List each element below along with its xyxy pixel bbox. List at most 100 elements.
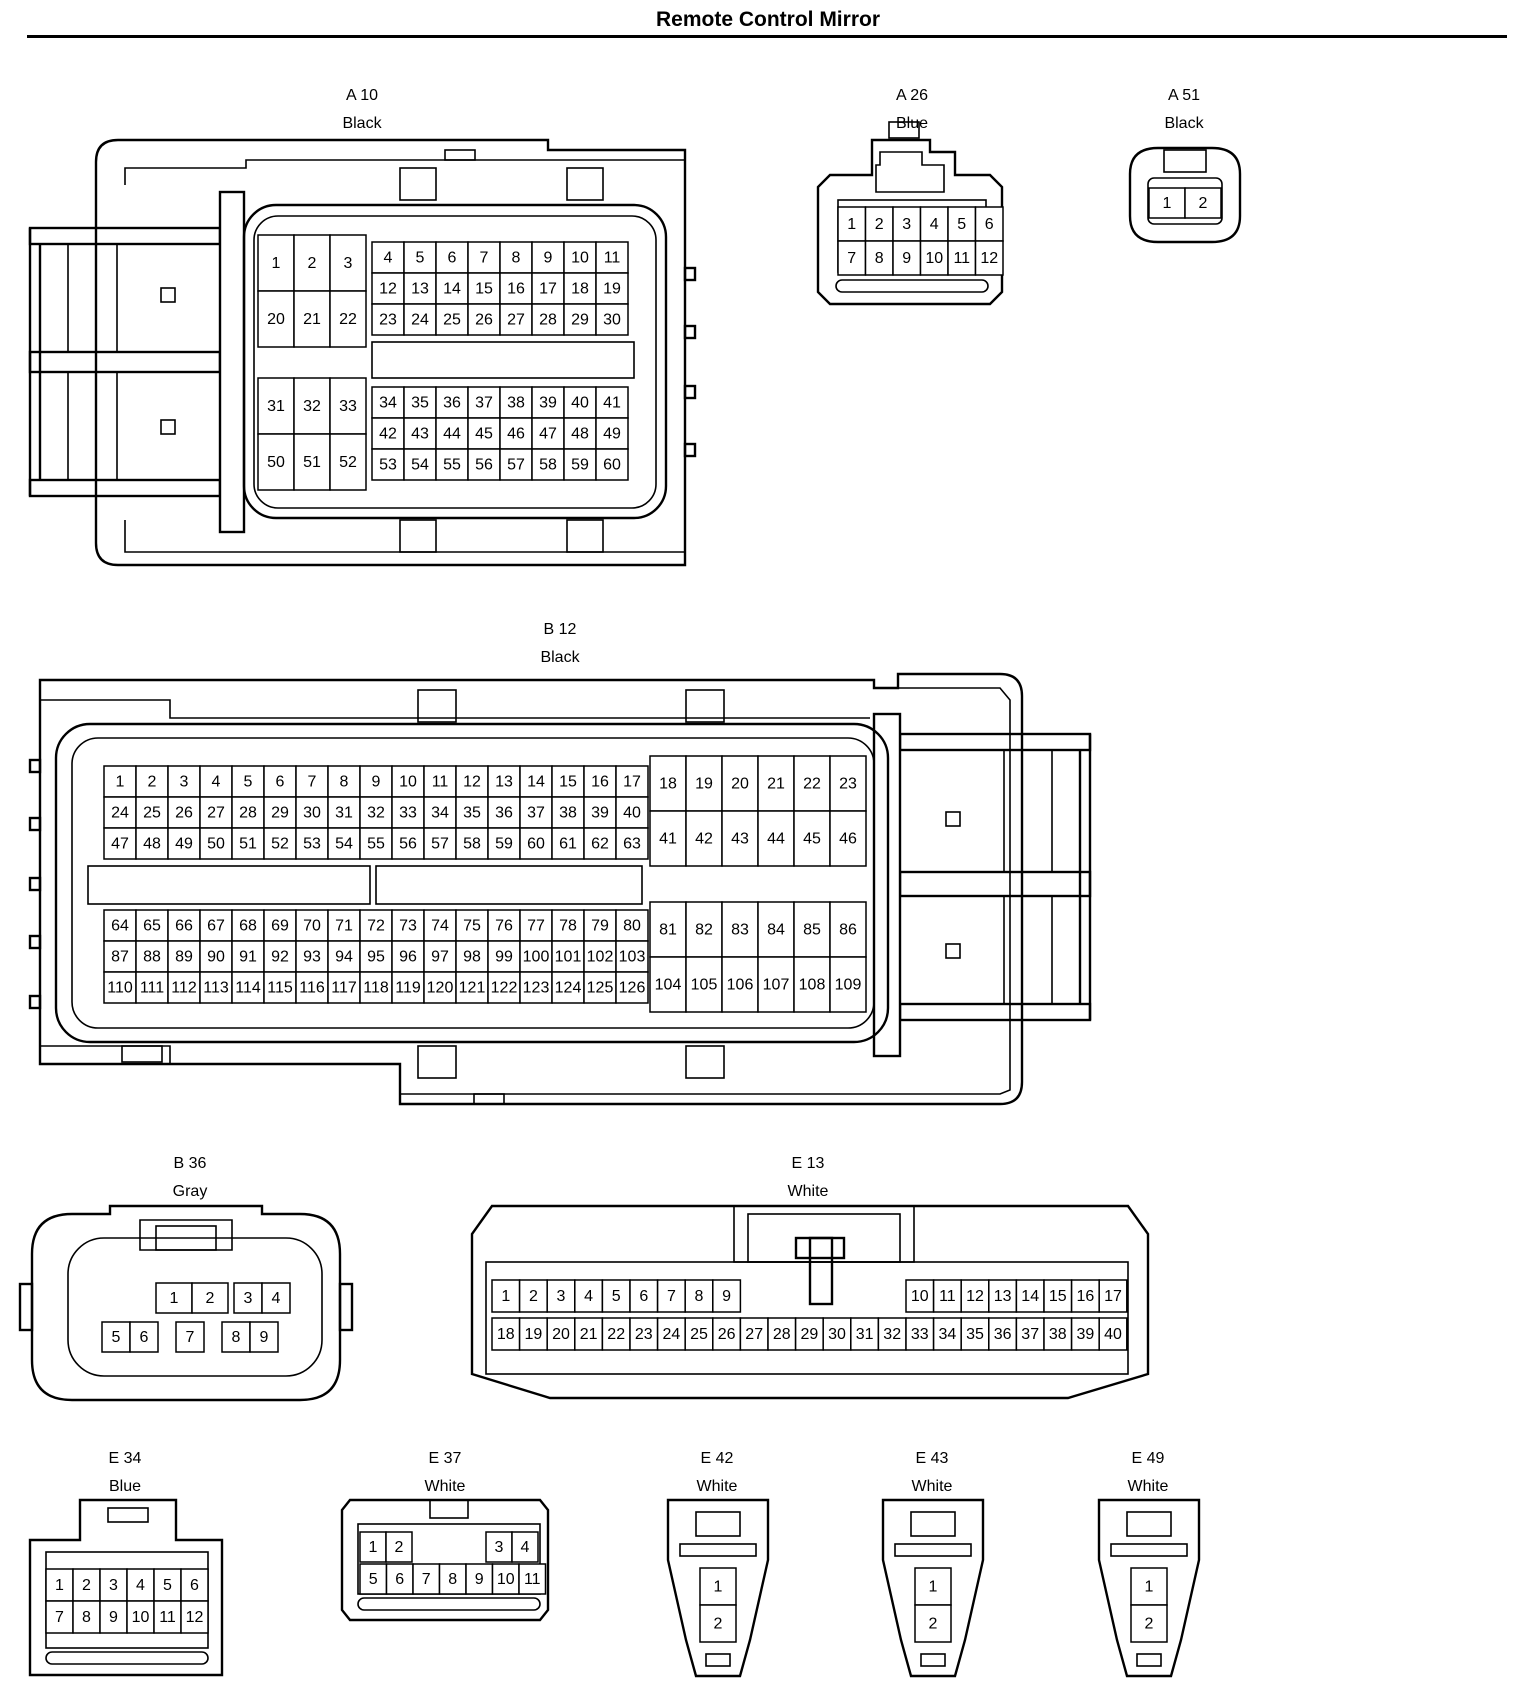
pin-number: 35 — [411, 395, 429, 412]
pin-number: 41 — [659, 831, 677, 848]
connector-code: E 34 — [108, 1450, 142, 1467]
pin-number: 35 — [966, 1326, 984, 1343]
pin-number: 21 — [580, 1326, 598, 1343]
pin-cell — [455, 827, 489, 860]
pin-cell — [175, 1321, 205, 1353]
connector-color: Black — [342, 115, 382, 132]
pin-number: 6 — [190, 1577, 199, 1594]
pin-cell — [877, 1317, 907, 1351]
pin-number: 8 — [82, 1609, 91, 1626]
pin-number: 23 — [635, 1326, 653, 1343]
pin-number: 4 — [930, 216, 939, 233]
pin-number: 12 — [463, 774, 481, 791]
pin-cell — [595, 448, 629, 481]
pin-number: 3 — [244, 1290, 253, 1307]
pin-cell — [837, 206, 867, 242]
connector-label-e42: E 42 White — [617, 1445, 817, 1501]
pin-cell — [518, 1563, 547, 1595]
pin-group-e49: 12 — [1130, 1567, 1168, 1643]
pin-cell — [435, 448, 469, 481]
pin-number: 29 — [571, 312, 589, 329]
pin-number: 23 — [379, 312, 397, 329]
pin-number: 52 — [339, 454, 357, 471]
pin-number: 109 — [835, 977, 862, 994]
pin-number: 90 — [207, 949, 225, 966]
pin-cell — [615, 971, 649, 1004]
pin-cell — [359, 1531, 387, 1563]
pin-cell — [1184, 187, 1222, 219]
connector-a51-housing — [1128, 146, 1242, 244]
pin-number: 1 — [116, 774, 125, 791]
pin-number: 46 — [839, 831, 857, 848]
pin-number: 121 — [459, 980, 486, 997]
pin-number: 17 — [623, 774, 641, 791]
pin-cell — [412, 1563, 441, 1595]
pin-number: 26 — [718, 1326, 736, 1343]
pin-number: 113 — [203, 980, 229, 997]
pin-number: 3 — [344, 255, 353, 272]
pin-number: 34 — [431, 805, 449, 822]
pin-number: 84 — [767, 922, 785, 939]
pin-number: 16 — [591, 774, 609, 791]
pin-cell — [615, 940, 649, 973]
page-title: Remote Control Mirror — [655, 8, 880, 31]
pin-cell — [257, 433, 295, 491]
pin-number: 101 — [555, 949, 582, 966]
pin-number: 9 — [372, 774, 381, 791]
pin-number: 5 — [163, 1577, 172, 1594]
pin-number: 10 — [911, 1288, 929, 1305]
pin-cell — [574, 1279, 604, 1313]
pin-number: 77 — [527, 918, 545, 935]
pin-cell — [233, 1282, 263, 1314]
pin-number: 5 — [112, 1329, 121, 1346]
pin-number: 43 — [731, 831, 749, 848]
pin-number: 78 — [559, 918, 577, 935]
pin-number: 1 — [714, 1579, 723, 1596]
pin-number: 59 — [571, 457, 589, 474]
pin-cell — [595, 417, 629, 450]
pin-cell — [974, 240, 1004, 276]
pin-cell — [359, 796, 393, 829]
connector-code: E 37 — [428, 1450, 462, 1467]
pin-number: 5 — [244, 774, 253, 791]
pin-cell — [263, 827, 297, 860]
pin-cell — [499, 448, 533, 481]
pin-cell — [794, 1317, 824, 1351]
pin-number: 76 — [495, 918, 513, 935]
pin-number: 55 — [443, 457, 461, 474]
pin-number: 31 — [267, 398, 285, 415]
pin-cell — [72, 1600, 101, 1634]
connector-color: Blue — [108, 1478, 142, 1495]
connector-color: Black — [1164, 115, 1204, 132]
pin-number: 44 — [443, 426, 461, 443]
pin-number: 19 — [695, 776, 713, 793]
connector-color: White — [696, 1478, 738, 1495]
pin-number: 28 — [773, 1326, 791, 1343]
pin-number: 11 — [939, 1288, 956, 1305]
pin-number: 52 — [271, 836, 289, 853]
pin-number: 21 — [767, 776, 785, 793]
pin-number: 125 — [587, 980, 614, 997]
pin-number: 93 — [303, 949, 321, 966]
pin-number: 107 — [763, 977, 790, 994]
pin-number: 106 — [727, 977, 754, 994]
pin-number: 54 — [335, 836, 353, 853]
pin-number: 6 — [140, 1329, 149, 1346]
pin-number: 63 — [623, 836, 641, 853]
pin-cell — [293, 234, 331, 292]
pin-cell — [487, 909, 521, 942]
pin-cell — [649, 901, 687, 958]
pin-number: 14 — [443, 281, 461, 298]
pin-number: 37 — [527, 805, 545, 822]
pin-number: 3 — [109, 1577, 118, 1594]
connector-code: A 51 — [1167, 87, 1201, 104]
pin-cell — [487, 971, 521, 1004]
pin-cell — [385, 1531, 413, 1563]
pin-cell — [1098, 1279, 1128, 1313]
pin-number: 11 — [432, 774, 449, 791]
pin-number: 97 — [431, 949, 449, 966]
